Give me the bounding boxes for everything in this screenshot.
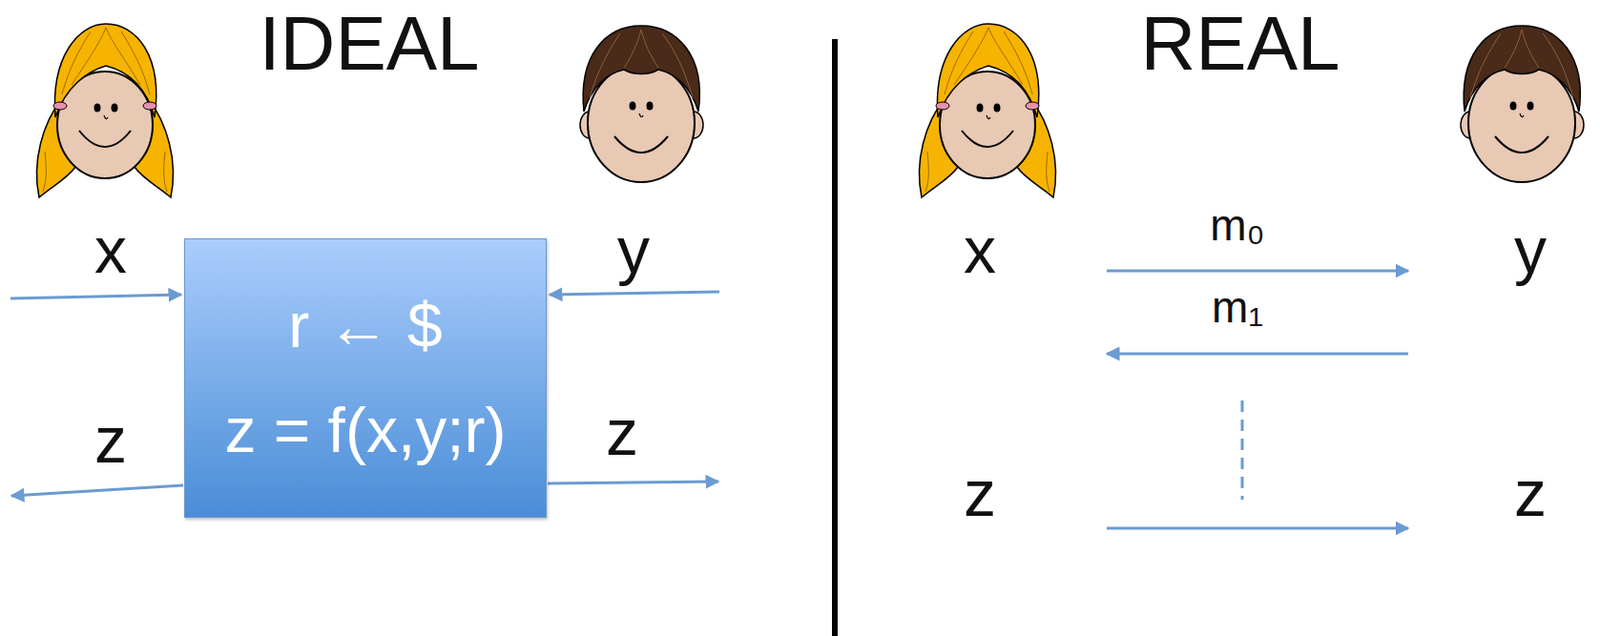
alice-face — [36, 23, 173, 198]
section-title: REAL — [1141, 5, 1341, 83]
message-arrow — [1106, 527, 1409, 531]
input-arrow — [10, 294, 182, 299]
functionality-box: r ← $ z = f(x,y;r) — [184, 238, 547, 519]
message-arrow — [1106, 353, 1409, 356]
alice-face — [918, 23, 1056, 198]
output-arrow — [11, 485, 184, 497]
output-variable: z — [963, 460, 997, 526]
ellipsis-dashes — [1241, 400, 1245, 500]
message-arrow — [1106, 270, 1409, 273]
input-arrow — [549, 291, 720, 295]
section-title: IDEAL — [258, 5, 479, 83]
box-text: z = f(x,y;r) — [224, 398, 506, 462]
output-variable: z — [94, 407, 127, 473]
divider-line — [831, 39, 838, 636]
input-variable: x — [94, 217, 127, 283]
message-label: m₁ — [1211, 285, 1264, 330]
message-label: m₀ — [1209, 203, 1265, 248]
output-variable: z — [605, 399, 639, 465]
input-variable: y — [1514, 217, 1547, 283]
box-text: r ← $ — [288, 293, 442, 357]
input-variable: x — [963, 217, 997, 283]
bob-face — [1460, 25, 1584, 183]
output-variable: z — [1514, 460, 1547, 526]
output-arrow — [547, 481, 719, 484]
bob-face — [580, 25, 704, 183]
input-variable: y — [617, 217, 650, 283]
